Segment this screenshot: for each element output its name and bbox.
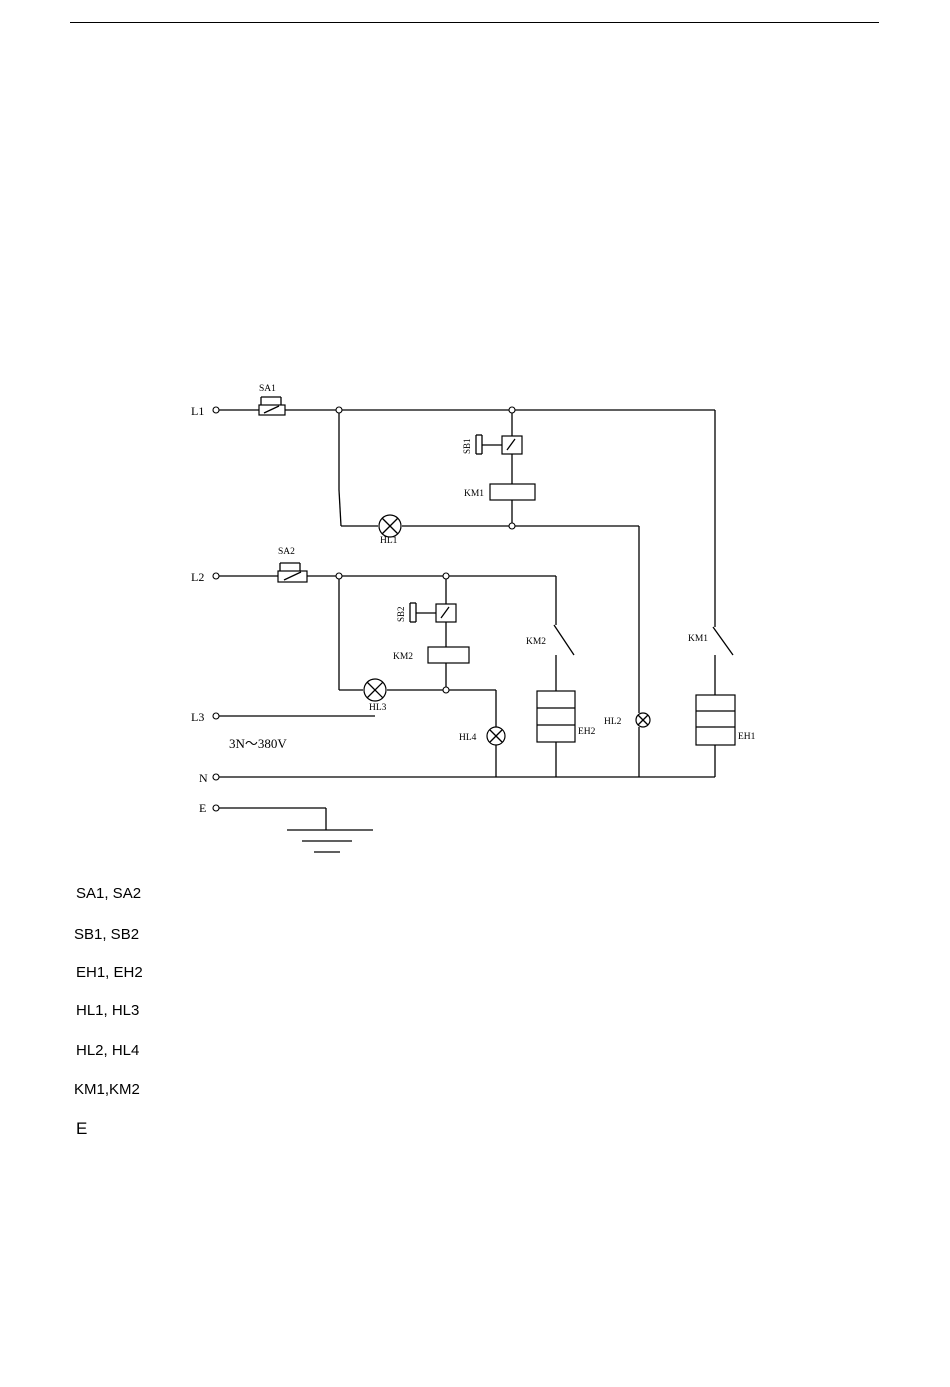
km2-contact <box>554 625 574 655</box>
supply-label: 3N～380V <box>229 736 287 751</box>
terminal-l3-label: L3 <box>191 710 204 724</box>
km2-contact-label: KM2 <box>526 637 546 647</box>
sa2-label: SA2 <box>278 547 295 557</box>
sb1-label: SB1 <box>462 438 472 454</box>
hl4-lamp <box>487 727 505 745</box>
hl1-lamp <box>379 515 401 537</box>
km1-contact-label: KM1 <box>688 634 708 644</box>
km1-coil-label: KM1 <box>464 489 484 499</box>
terminal-l3 <box>213 713 219 719</box>
hl3-lamp <box>364 679 386 701</box>
terminal-l2-label: L2 <box>191 570 204 584</box>
ground-symbol <box>219 808 373 852</box>
sb1-button <box>476 435 522 454</box>
eh1-label: EH1 <box>738 732 756 742</box>
terminal-e-label: E <box>199 801 206 815</box>
junction-nodes <box>336 407 515 693</box>
sb2-label: SB2 <box>396 606 406 622</box>
eh2-label: EH2 <box>578 727 596 737</box>
km1-coil <box>490 484 535 500</box>
hl4-label: HL4 <box>459 733 477 743</box>
eh2-heater <box>537 691 575 742</box>
sa1-switch <box>259 397 285 415</box>
terminal-n-label: N <box>199 771 208 785</box>
hl2-label: HL2 <box>604 717 622 727</box>
eh1-heater <box>696 695 735 745</box>
legend-item-sa: SA1, SA2 <box>76 885 141 903</box>
hl2-lamp <box>636 713 650 727</box>
sa2-switch <box>278 563 307 582</box>
sb2-button <box>410 603 456 622</box>
terminal-l1 <box>213 407 219 413</box>
legend-item-hl13: HL1, HL3 <box>76 1002 139 1020</box>
legend-item-eh: EH1, EH2 <box>76 964 143 982</box>
legend-item-hl24: HL2, HL4 <box>76 1042 139 1060</box>
terminal-l2 <box>213 573 219 579</box>
terminal-n <box>213 774 219 780</box>
km1-contact <box>713 627 733 655</box>
km2-coil <box>428 647 469 663</box>
legend-item-km: KM1,KM2 <box>74 1081 140 1099</box>
km2-coil-label: KM2 <box>393 652 413 662</box>
terminal-l1-label: L1 <box>191 404 204 418</box>
legend-item-sb: SB1, SB2 <box>74 926 139 944</box>
hl1-label: HL1 <box>380 536 398 546</box>
legend-item-e: E <box>76 1120 87 1138</box>
sa1-label: SA1 <box>259 384 276 394</box>
terminal-e <box>213 805 219 811</box>
hl3-label: HL3 <box>369 703 387 713</box>
